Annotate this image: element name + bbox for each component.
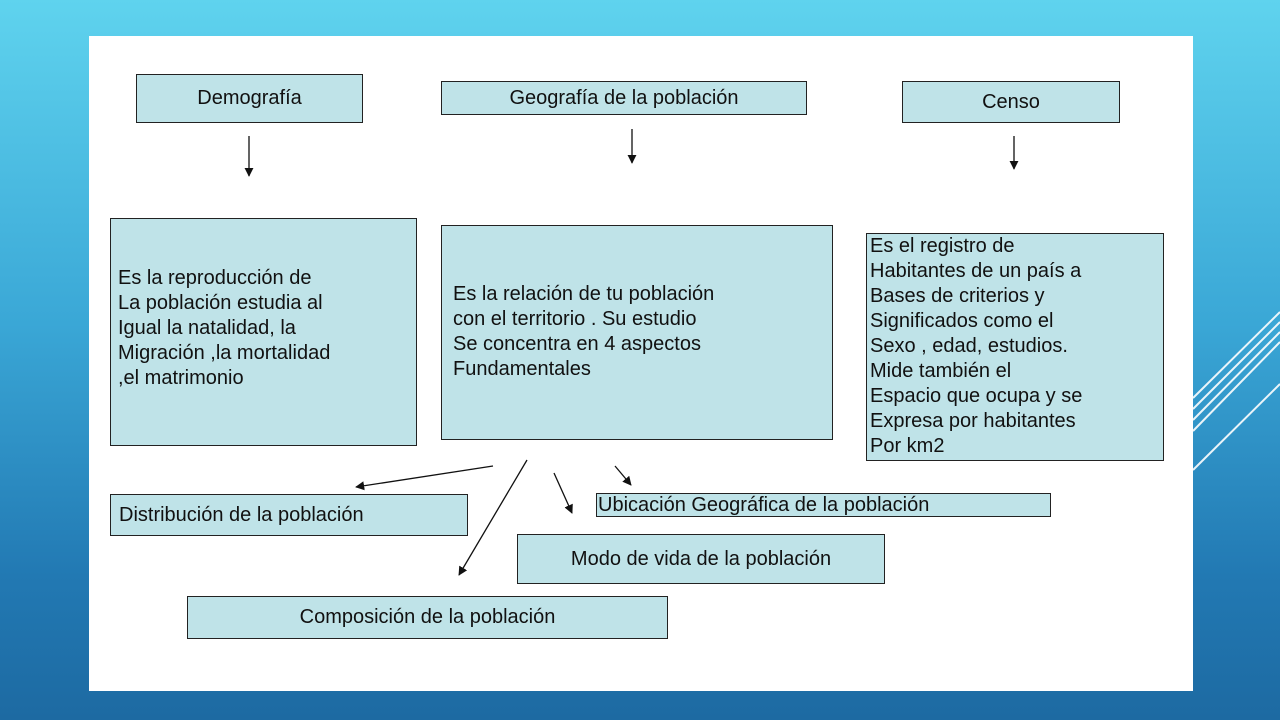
node-demografia-label: Demografía [197,87,302,109]
arrow-to-ubicacion [614,465,632,486]
arrow-to-distribucion [355,465,494,491]
slide-canvas: Demografía Geografía de la población Cen… [89,36,1193,691]
node-composicion-label: Composición de la población [299,606,556,628]
node-distribucion-label: Distribución de la población [119,503,364,526]
arrow-to-modo-vida [553,472,573,514]
node-composicion: Composición de la población [187,596,668,639]
node-distribucion: Distribución de la población [110,494,468,536]
node-demografia: Demografía [136,74,363,123]
node-geografia-definition: Es la relación de tu población con el te… [441,225,833,440]
node-censo: Censo [902,81,1120,123]
node-ubicacion: Ubicación Geográfica de la población [596,493,1051,517]
node-geografia: Geografía de la población [441,81,807,115]
node-geografia-label: Geografía de la población [509,86,739,109]
node-ubicacion-label: Ubicación Geográfica de la población [598,493,930,516]
node-modo-vida-label: Modo de vida de la población [570,547,832,570]
node-censo-definition: Es el registro de Habitantes de un país … [866,233,1164,461]
node-modo-vida: Modo de vida de la población [517,534,885,584]
node-demografia-definition: Es la reproducción de La población estud… [110,218,417,446]
node-censo-label: Censo [982,90,1040,113]
